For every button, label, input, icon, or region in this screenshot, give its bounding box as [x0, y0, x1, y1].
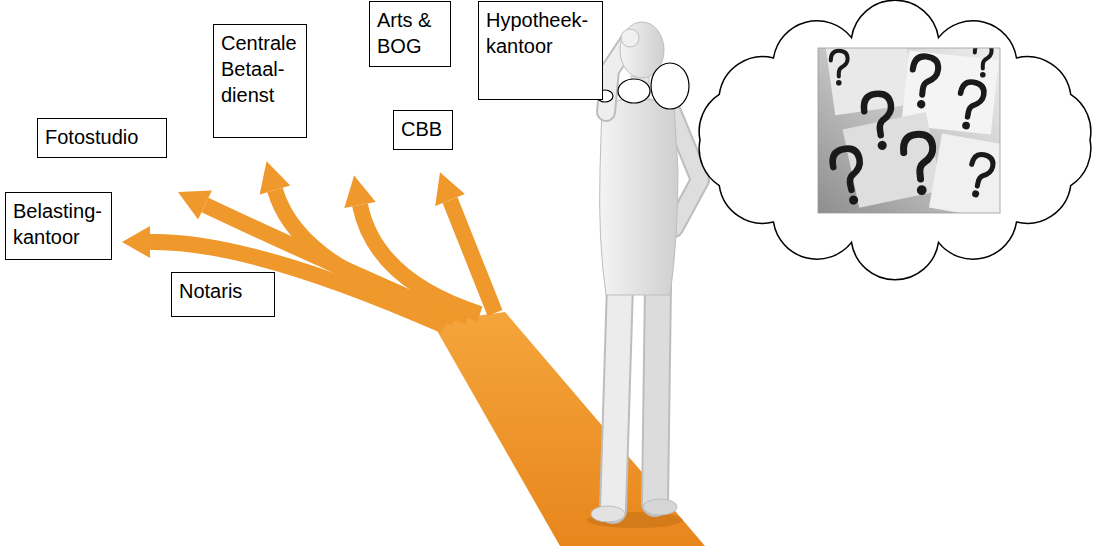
paper-card	[826, 48, 915, 115]
thought-bubble	[651, 63, 689, 109]
label-box: Arts & BOG	[369, 1, 451, 67]
box-label: Belasting- kantoor	[13, 198, 104, 250]
question-mark-symbol	[831, 51, 848, 86]
arrow-head	[178, 191, 212, 220]
road-arrow	[450, 200, 495, 313]
person-leg	[655, 285, 658, 503]
question-mark-symbol	[909, 55, 940, 110]
person-leg	[613, 285, 620, 510]
person-torso	[600, 99, 678, 296]
label-box: Belasting- kantoor	[5, 192, 112, 260]
box-label: Hypotheek- kantoor	[486, 7, 595, 59]
label-box: Hypotheek- kantoor	[478, 1, 603, 100]
paper-card	[929, 134, 1000, 213]
box-label: Fotostudio	[45, 124, 159, 150]
label-box: Fotostudio	[37, 118, 167, 158]
question-photo	[818, 48, 1000, 213]
person-foot	[591, 506, 625, 522]
label-box: Notaris	[171, 272, 275, 317]
box-label: CBB	[401, 116, 445, 142]
thought-bubble	[618, 79, 650, 103]
arrow-head	[344, 176, 375, 209]
person-leg	[613, 285, 620, 510]
person-hand	[621, 29, 639, 47]
box-label: Arts & BOG	[377, 7, 443, 59]
arrow-head	[435, 172, 465, 206]
person-foot	[643, 499, 677, 515]
box-label: Notaris	[179, 278, 267, 304]
person-leg	[655, 285, 658, 503]
label-box: CBB	[393, 110, 453, 150]
question-mark-symbol	[830, 146, 868, 207]
label-box: Centrale Betaal- dienst	[213, 24, 307, 138]
photo-frame	[818, 48, 1000, 213]
question-mark-symbol	[902, 133, 938, 197]
question-mark-symbol	[975, 48, 992, 78]
question-mark-symbol	[862, 92, 897, 152]
thought-cloud	[699, 0, 1091, 280]
box-label: Centrale Betaal- dienst	[221, 30, 299, 108]
question-mark-symbol	[955, 80, 986, 131]
question-mark-symbol	[965, 153, 995, 200]
arrow-head	[122, 226, 150, 258]
arrow-head	[260, 161, 291, 194]
